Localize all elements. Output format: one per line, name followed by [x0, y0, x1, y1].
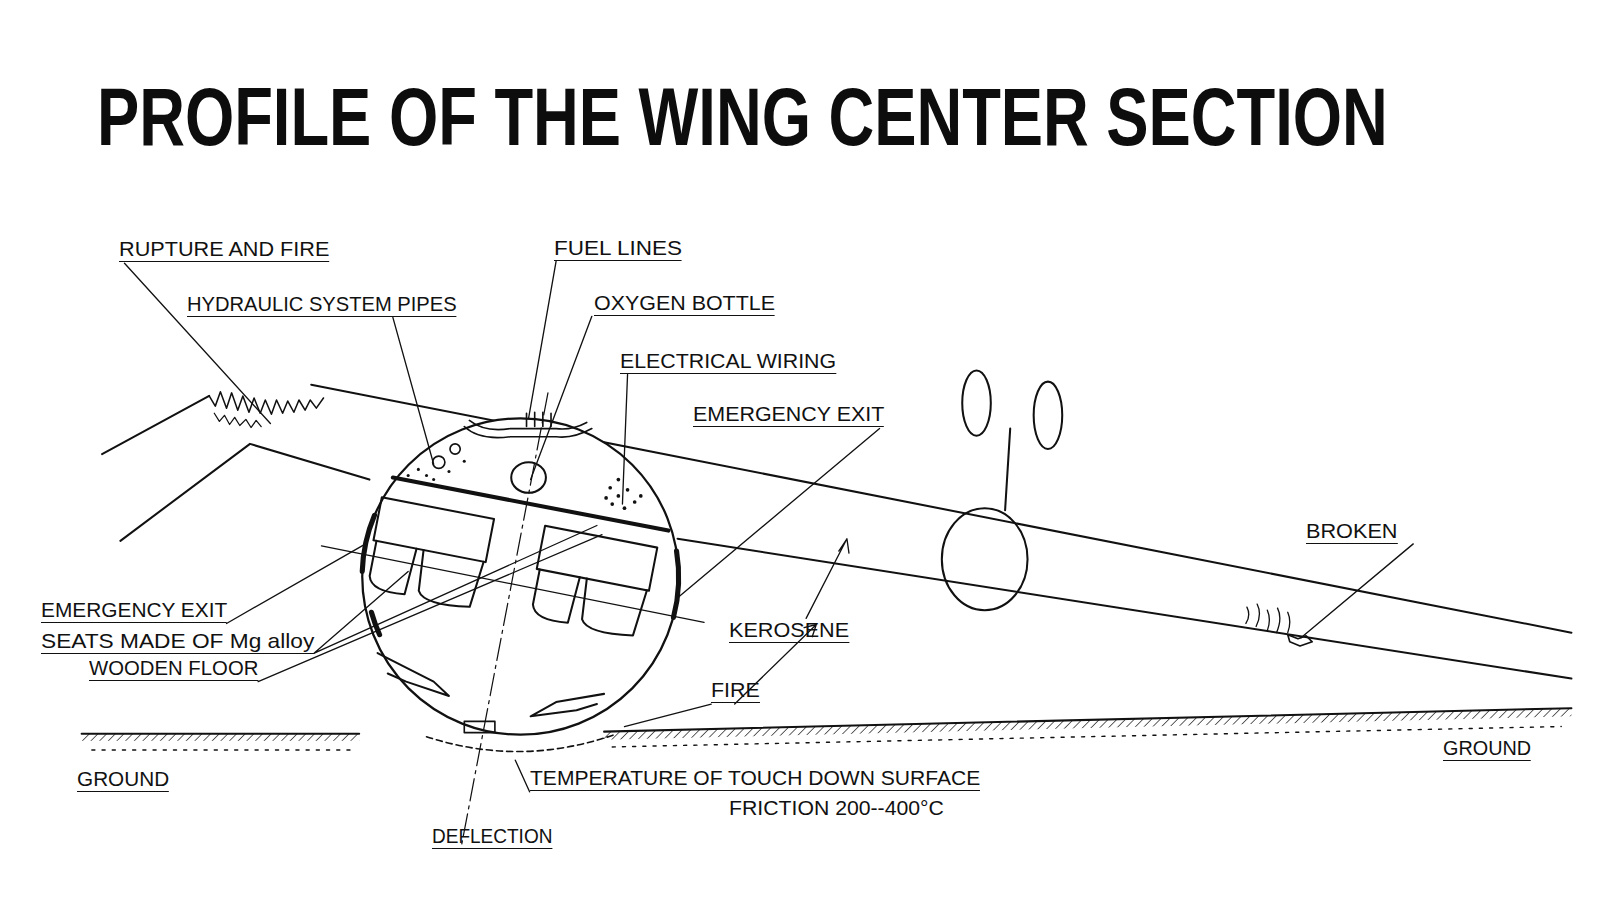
- illustration-part: [1246, 604, 1290, 633]
- illustration-part: [314, 526, 597, 654]
- illustration-part: [469, 420, 586, 429]
- callout-label: FRICTION 200--400°C: [729, 797, 944, 819]
- illustration-part: [227, 543, 368, 624]
- illustration-part: [678, 539, 1572, 679]
- illustration-part: [531, 316, 592, 479]
- illustration-part: [1288, 635, 1312, 646]
- callout-label: EMERGENCY EXIT: [41, 599, 227, 623]
- callout-label: EMERGENCY EXIT: [693, 403, 884, 427]
- callout-label: RUPTURE AND FIRE: [119, 238, 329, 262]
- illustration-part: [447, 470, 450, 473]
- illustration-part: [537, 526, 658, 591]
- illustration-part: [604, 496, 608, 500]
- wing-break: [1246, 604, 1312, 646]
- illustration-part: [622, 374, 627, 504]
- illustration-part: [82, 734, 360, 741]
- illustration-part: [407, 474, 410, 477]
- seat-row: [527, 526, 657, 639]
- landing-gear: [962, 370, 1062, 510]
- illustration-part: [624, 704, 711, 726]
- illustration-part: [432, 478, 435, 481]
- illustration-part: [1301, 544, 1413, 638]
- illustration-part: [604, 708, 1571, 740]
- callout-label: TEMPERATURE OF TOUCH DOWN SURFACE: [530, 767, 980, 791]
- callout-label: GROUND: [1443, 737, 1531, 761]
- illustration-part: [393, 317, 434, 464]
- callout-label: KEROSENE: [729, 619, 849, 643]
- illustration-part: [531, 569, 580, 624]
- illustration-part: [639, 494, 643, 498]
- illustration-part: [531, 694, 604, 716]
- illustration-part: [604, 708, 1571, 731]
- callout-label: ELECTRICAL WIRING: [620, 350, 836, 374]
- illustration-part: [373, 497, 494, 562]
- illustration-part: [529, 261, 557, 418]
- illustration-part: [433, 456, 445, 468]
- illustration-part: [120, 444, 369, 541]
- diagram-title: PROFILE OF THE WING CENTER SECTION: [97, 76, 1388, 158]
- illustration-part: [102, 396, 209, 454]
- callout-label: SEATS MADE OF Mg alloy: [41, 630, 314, 654]
- illustration-part: [617, 478, 621, 482]
- callout-label: BROKEN: [1306, 520, 1398, 544]
- illustration-part: [417, 468, 420, 471]
- illustration-part: [633, 500, 637, 504]
- illustration-part: [962, 370, 991, 435]
- illustration-part: [92, 727, 1561, 750]
- illustration-part: [450, 444, 460, 454]
- illustration-part: [617, 494, 621, 498]
- illustration-part: [82, 733, 360, 735]
- callout-label: FUEL LINES: [554, 237, 682, 261]
- illustration-part: [82, 261, 1572, 847]
- leader-lines: [124, 261, 1413, 792]
- callout-label: OXYGEN BOTTLE: [594, 292, 775, 316]
- floor-axis: [321, 546, 704, 623]
- fuel-lines: [464, 412, 592, 437]
- illustration-part: [463, 460, 466, 463]
- illustration-part: [806, 539, 849, 619]
- illustration-part: [608, 486, 612, 490]
- callout-label: GROUND: [77, 768, 169, 792]
- illustration-part: [527, 412, 551, 426]
- floor-wreck: [378, 653, 605, 716]
- oxygen-bottle: [511, 462, 546, 493]
- callout-label: WOODEN FLOOR: [89, 657, 258, 681]
- illustration-part: [515, 760, 529, 792]
- hydraulic-pipes: [433, 444, 461, 468]
- fuselage: [362, 418, 678, 734]
- illustration-part: [378, 653, 449, 696]
- illustration-part: [214, 413, 261, 427]
- illustration-part: [124, 263, 270, 423]
- callout-label: DEFLECTION: [432, 825, 552, 849]
- illustration-part: [679, 429, 880, 597]
- illustration-part: [1005, 429, 1010, 511]
- callout-label: HYDRAULIC SYSTEM PIPES: [187, 293, 457, 317]
- callout-label: FIRE: [711, 679, 760, 703]
- illustration-part: [209, 392, 323, 414]
- wing-outline: [102, 385, 1571, 679]
- illustration-part: [414, 550, 484, 610]
- illustration-part: [1034, 382, 1063, 449]
- illustration-part: [626, 488, 630, 492]
- touchdown-arc: [427, 735, 615, 752]
- illustration-part: [673, 551, 678, 617]
- deflection-block: [464, 721, 495, 732]
- ground: [82, 708, 1572, 750]
- illustration-part: [258, 535, 602, 682]
- illustration-part: [610, 502, 614, 506]
- illustration-part: [623, 506, 627, 510]
- illustration-part: [425, 474, 428, 477]
- illustration-part: [367, 541, 416, 596]
